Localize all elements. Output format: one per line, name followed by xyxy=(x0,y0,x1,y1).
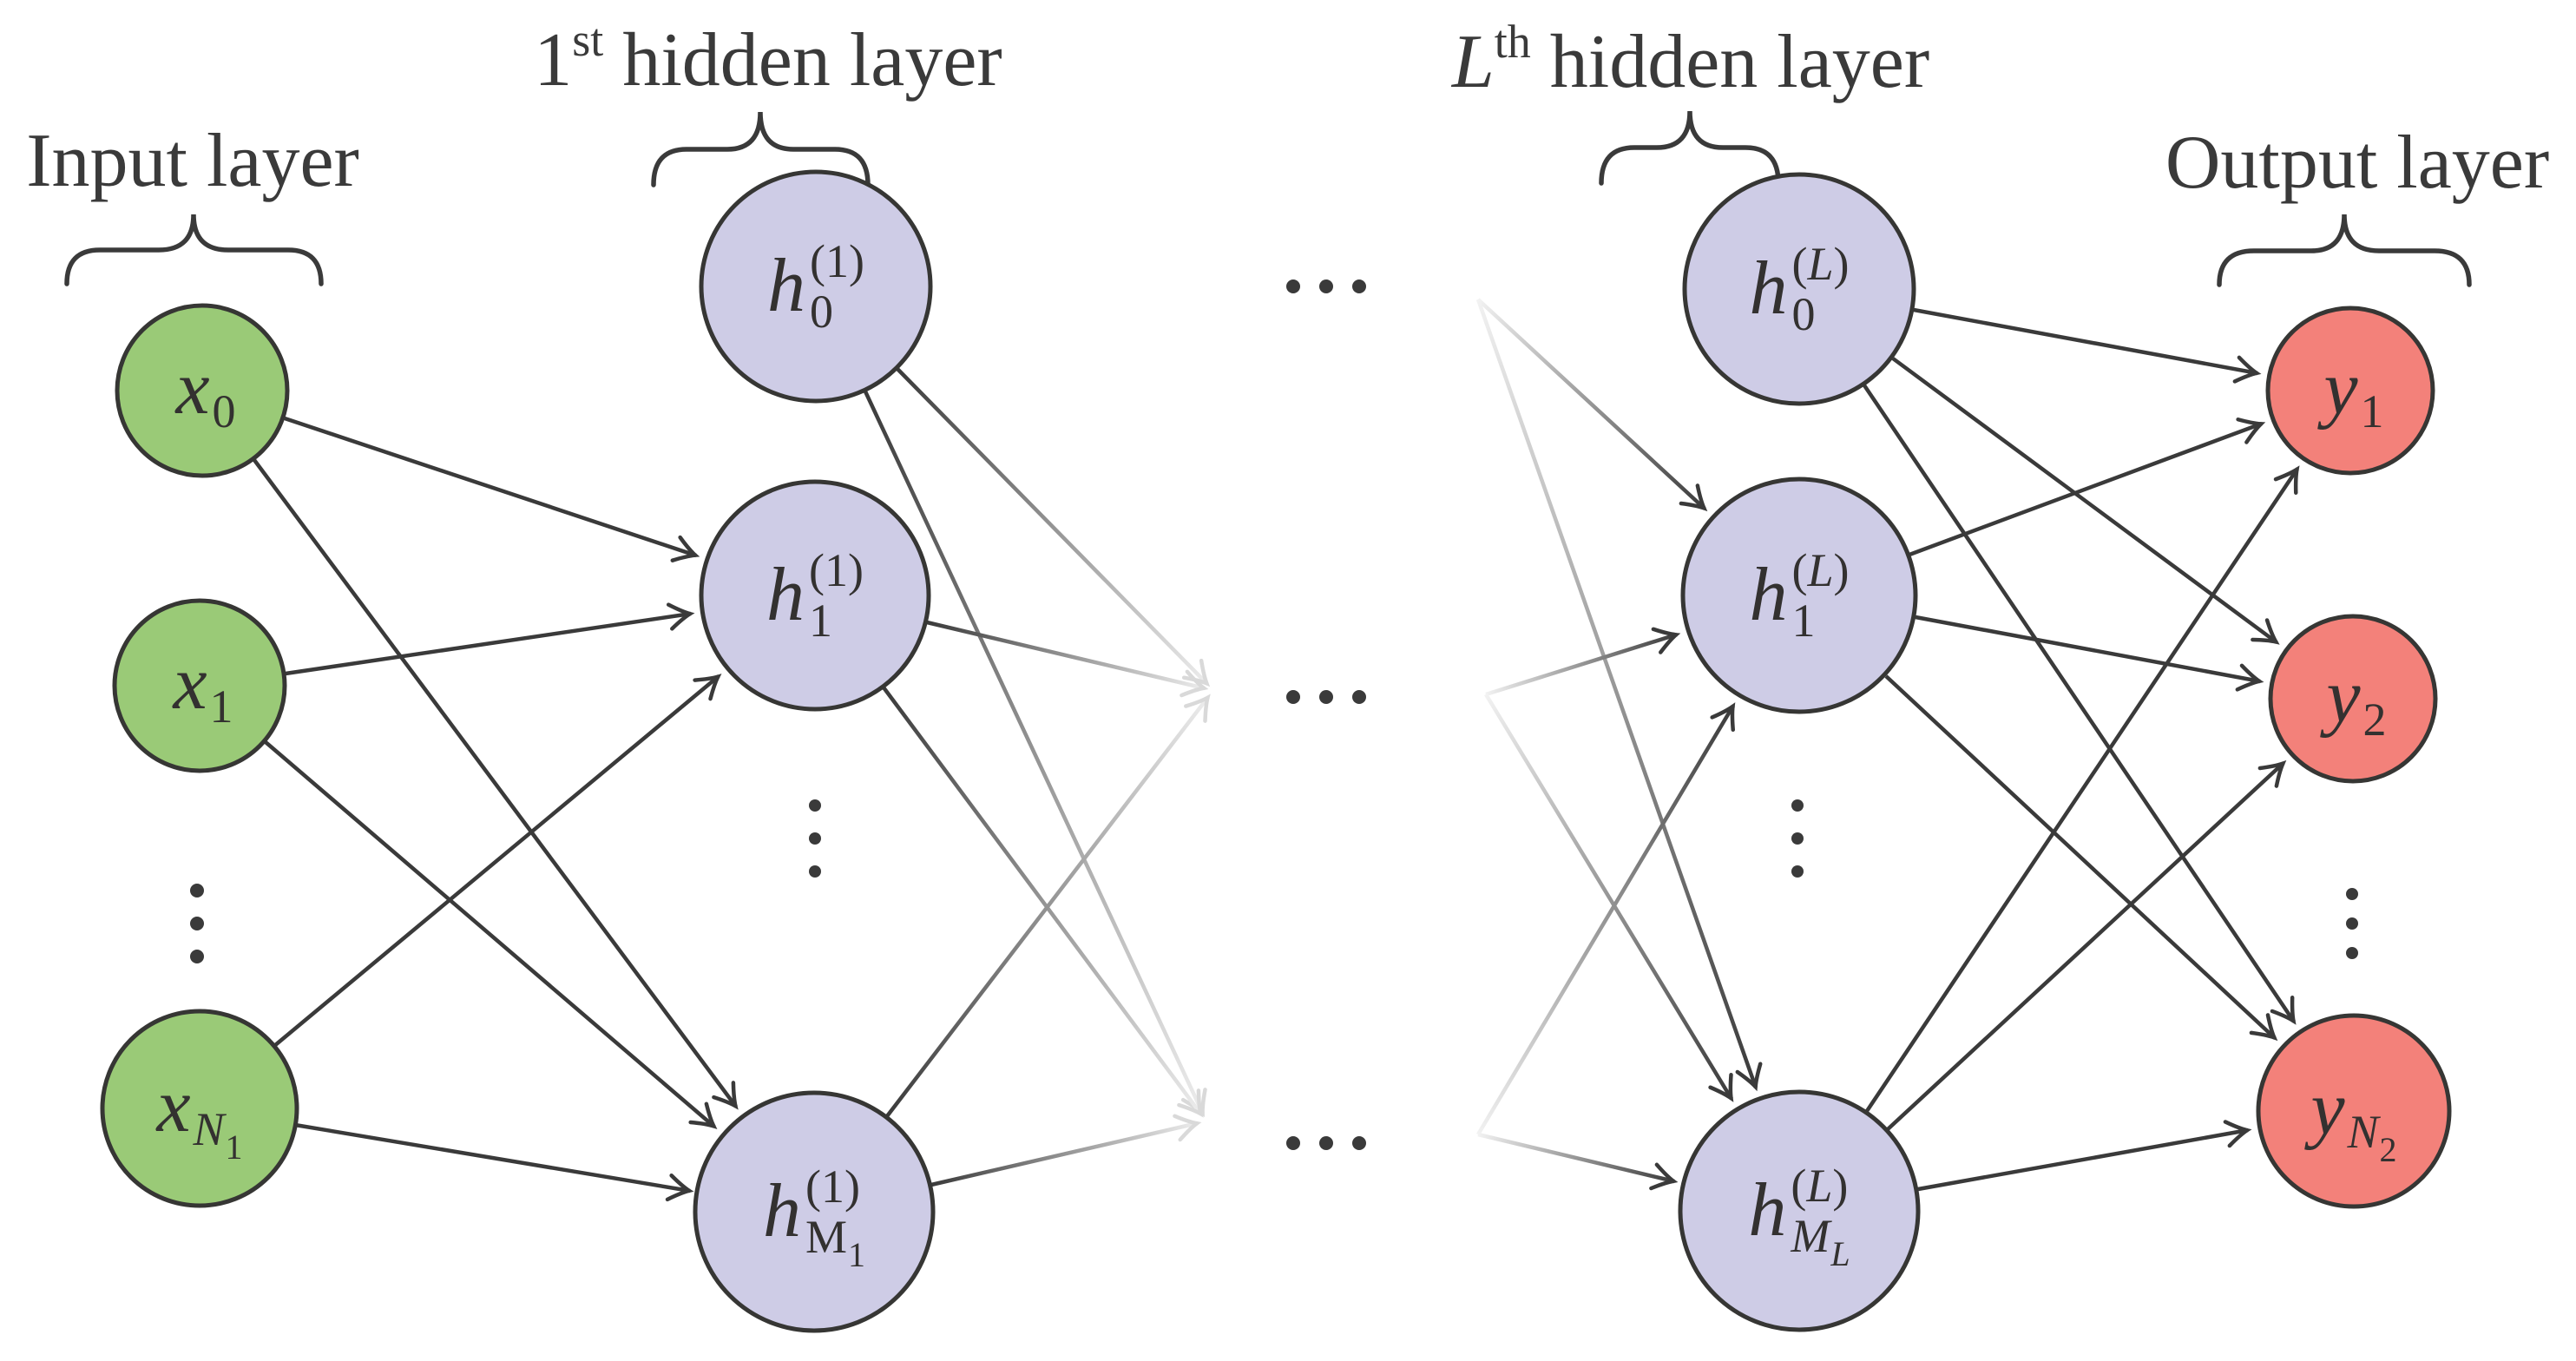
hiddenL-title-text: hidden layer xyxy=(1530,20,1930,104)
edge-h0L-yN2 xyxy=(1863,384,2297,1025)
node-h0-L xyxy=(1682,172,1916,406)
edge-x1-h1 xyxy=(285,602,695,676)
hidden1-title-text: hidden layer xyxy=(603,18,1002,102)
output-layer-title: Output layer xyxy=(2165,125,2549,201)
edges-hidden1-to-ellipsis xyxy=(863,367,1211,1187)
edge-mid-hML xyxy=(1484,693,1734,1102)
node-x0 xyxy=(115,303,290,478)
node-yN2 xyxy=(2256,1013,2452,1209)
hidden1-title-number: 1 xyxy=(534,18,573,102)
label-hM1-1: h(1)M1 xyxy=(762,1160,866,1274)
label-h1-L: h(L)1 xyxy=(1749,543,1850,647)
hiddenL-title-ordinal: th xyxy=(1494,16,1531,68)
label-h0-1: h(1)0 xyxy=(767,234,864,338)
node-h1-L xyxy=(1680,477,1918,714)
edges-input-to-hidden1 xyxy=(253,416,739,1202)
edge-h11-mid xyxy=(926,620,1209,698)
hidden1-layer-title: 1st hidden layer xyxy=(534,16,1002,99)
ellipsis-horizontal-top xyxy=(1286,279,1366,293)
nodes xyxy=(100,169,2452,1333)
edge-h01-bottom xyxy=(863,391,1207,1118)
edge-top-hML xyxy=(1475,299,1763,1092)
node-xN1 xyxy=(100,1009,299,1208)
brace-output-layer xyxy=(2217,214,2472,287)
edge-x0-h1 xyxy=(284,416,700,562)
node-h0-1 xyxy=(699,169,933,404)
output-layer-title-text: Output layer xyxy=(2165,121,2550,205)
label-h1-1: h(1)1 xyxy=(766,543,864,647)
brace-hiddenL-layer xyxy=(1599,110,1781,186)
edge-bottom-hML xyxy=(1477,1132,1679,1191)
hidden1-title-ordinal: st xyxy=(572,14,604,66)
edge-x0-hM1 xyxy=(253,458,739,1110)
ellipsis-vertical-hidden1 xyxy=(809,799,821,878)
node-y1 xyxy=(2265,306,2435,476)
ellipsis-horizontal-bottom xyxy=(1286,1136,1366,1150)
edge-hML-y2 xyxy=(1886,759,2287,1131)
ellipsis-vertical-input xyxy=(190,884,204,963)
edge-h1L-y2 xyxy=(1915,615,2264,692)
node-y2 xyxy=(2268,614,2438,784)
ellipsis-vertical-output xyxy=(2346,888,2358,959)
edges-ellipsis-to-hiddenL xyxy=(1475,298,1763,1191)
edge-xN1-h1 xyxy=(273,674,722,1048)
input-layer-title: Input layer xyxy=(26,123,359,200)
edge-hM1-bottom xyxy=(930,1114,1202,1187)
hiddenL-title-letter: L xyxy=(1451,20,1495,104)
edge-h0L-y2 xyxy=(1891,357,2280,645)
edge-hML-y1 xyxy=(1865,465,2300,1113)
edge-bottom-h1L xyxy=(1476,702,1736,1136)
label-hML-L: h(L)ML xyxy=(1748,1159,1850,1273)
edge-top-h1L xyxy=(1476,298,1708,512)
edge-xN1-hM1 xyxy=(294,1122,694,1202)
edge-hM1-mid xyxy=(885,694,1211,1118)
edge-hML-yN2 xyxy=(1917,1120,2252,1192)
brace-input-layer xyxy=(64,214,324,286)
node-x1 xyxy=(112,598,287,773)
input-layer-title-text: Input layer xyxy=(26,119,359,203)
edge-x1-hM1 xyxy=(264,740,718,1129)
edge-h01-mid xyxy=(896,367,1211,687)
ellipsis-vertical-hiddenL xyxy=(1791,799,1804,878)
node-hM1-1 xyxy=(693,1090,936,1333)
node-h1-1 xyxy=(699,479,931,712)
edge-mid-h1L xyxy=(1485,627,1681,697)
node-hML-L xyxy=(1678,1089,1921,1332)
ellipsis-horizontal-middle xyxy=(1286,690,1366,704)
edge-h1L-y1 xyxy=(1909,417,2266,557)
hiddenL-layer-title: Lth hidden layer xyxy=(1452,18,1929,101)
label-h0-L: h(L)0 xyxy=(1749,237,1850,340)
brace-hidden1-layer xyxy=(651,111,871,187)
edge-h1L-yN2 xyxy=(1884,674,2278,1042)
edge-h11-bottom xyxy=(882,686,1204,1118)
edges-hiddenL-to-output xyxy=(1863,307,2300,1192)
edge-h0L-y1 xyxy=(1913,307,2262,384)
